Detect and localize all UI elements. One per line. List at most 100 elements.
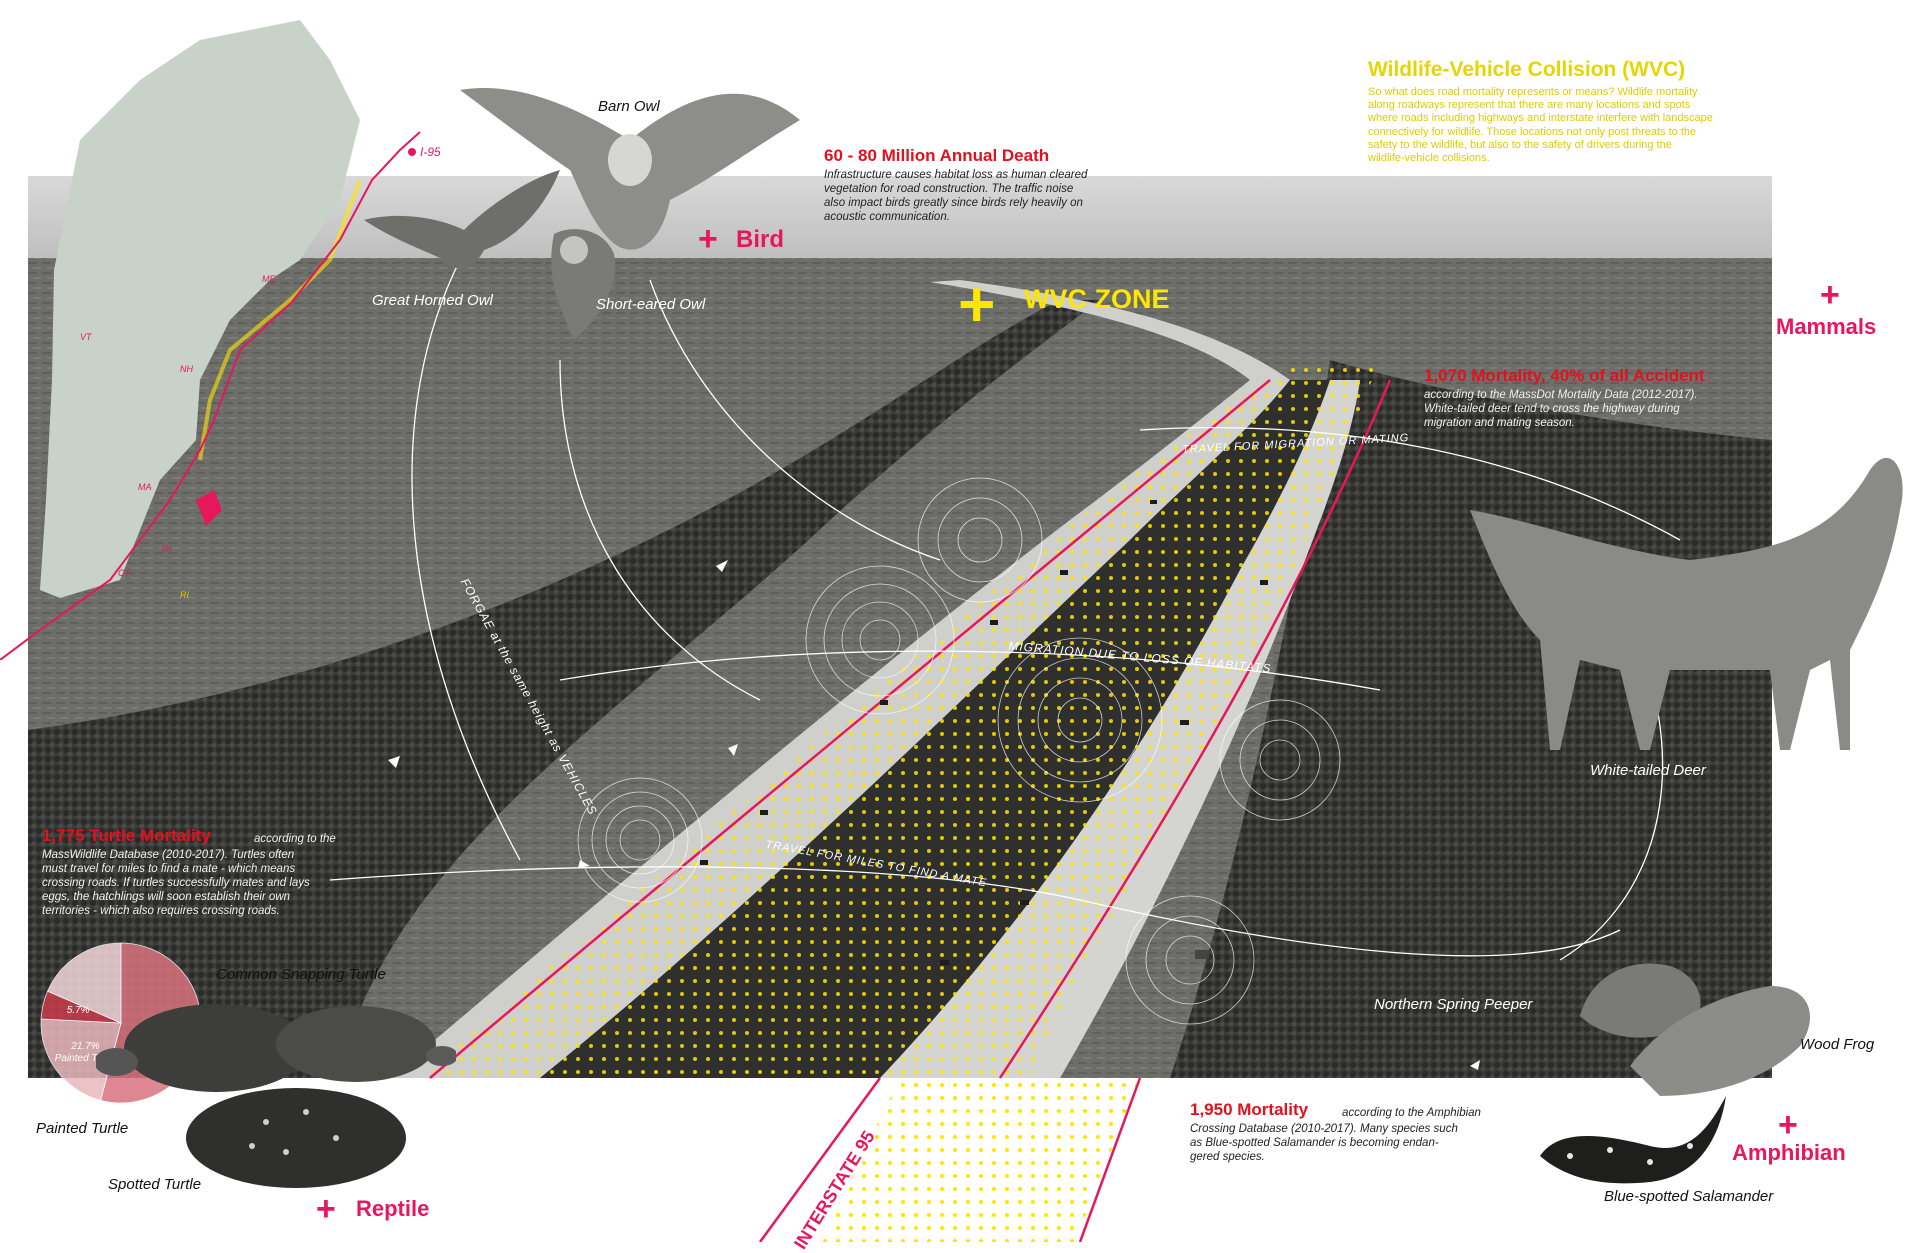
reptile-stat-lead: according to the xyxy=(254,833,336,845)
wvc-zone-plus-icon: + xyxy=(958,268,996,340)
amphibian-stat-title: 1,950 Mortality xyxy=(1190,1100,1309,1119)
reptile-stat-line: crossing roads. If turtles successfully … xyxy=(42,877,310,889)
boston-region xyxy=(196,490,222,526)
right-forest xyxy=(1170,360,1772,1078)
i95-marker xyxy=(408,148,416,156)
bird-stat-title: 60 - 80 Million Annual Death xyxy=(824,146,1050,165)
mammals-stat-line: White-tailed deer tend to cross the high… xyxy=(1424,403,1680,415)
amphibian-stat-body: Crossing Database (2010-2017). Many spec… xyxy=(1190,1122,1490,1164)
bird-stat-line: vegetation for road construction. The tr… xyxy=(824,183,1074,195)
northern-spring-peeper-label: Northern Spring Peeper xyxy=(1374,996,1533,1013)
reptile-stat-title: 1,775 Turtle Mortality xyxy=(42,826,211,845)
state-label-vt: VT xyxy=(80,332,93,342)
amphibian-plus-icon: + xyxy=(1778,1106,1798,1144)
barn-owl-image xyxy=(460,88,800,250)
wvc-panel-body: So what does road mortality represents o… xyxy=(1368,86,1776,165)
left-tree-belt xyxy=(28,300,1100,1078)
new-england-map: I-95 ME NH VT MA RI CT RI xyxy=(0,20,440,660)
reptile-stat-line: territories - which also requires crossi… xyxy=(42,905,280,917)
highway-far-bend xyxy=(930,280,1290,380)
mammals-plus-icon: + xyxy=(1820,276,1840,314)
bird-stat-body: Infrastructure causes habitat loss as hu… xyxy=(824,168,1124,224)
i95-label: I-95 xyxy=(420,145,440,159)
wvc-panel-line: along roadways represent that there are … xyxy=(1368,99,1691,112)
wood-frog-image xyxy=(1630,986,1810,1096)
short-eared-owl-label: Short-eared Owl xyxy=(596,296,706,313)
wvc-panel-line: So what does road mortality represents o… xyxy=(1368,86,1698,98)
wvc-panel-line: where roads including highways and inter… xyxy=(1368,112,1713,125)
mammals-category-label: Mammals xyxy=(1776,314,1877,339)
northern-spring-peeper-image xyxy=(1580,963,1701,1038)
spotted-turtle-label: Spotted Turtle xyxy=(108,1176,202,1193)
white-tailed-deer-image xyxy=(1470,457,1903,750)
common-snapping-turtle-image xyxy=(276,1006,456,1082)
highway-pink-line-2 xyxy=(998,379,1392,1079)
wvc-panel-title: Wildlife-Vehicle Collision (WVC) xyxy=(1368,58,1686,81)
find-mate-path xyxy=(329,866,1621,957)
amphibian-stat-line: Crossing Database (2010-2017). Many spec… xyxy=(1190,1123,1458,1135)
interstate-dotted-band xyxy=(820,1078,1140,1242)
painted-turtle-label: Painted Turtle xyxy=(36,1120,129,1137)
migration-mating-path xyxy=(1139,427,1681,541)
wvc-zone-label: WVC ZONE xyxy=(1024,284,1170,314)
white-tailed-deer-label: White-tailed Deer xyxy=(1590,762,1706,779)
amphibian-category-label: Amphibian xyxy=(1732,1140,1846,1165)
mammals-stat-title: 1,070 Mortality, 40% of all Accident xyxy=(1424,366,1705,385)
short-eared-owl-image xyxy=(551,229,615,340)
wvc-panel-line: wildlife-vehicle collisions. xyxy=(1368,152,1490,165)
barn-owl-label: Barn Owl xyxy=(598,98,660,115)
bird-plus-icon: + xyxy=(698,220,718,258)
state-label-me: ME xyxy=(262,274,276,284)
amphibian-stat-line: gered species. xyxy=(1190,1151,1265,1163)
pie-slice-category-label: Painted Turtle xyxy=(55,1053,117,1064)
bird-category-label: Bird xyxy=(736,226,784,253)
amphibian-stat-line: as Blue-spotted Salamander is becoming e… xyxy=(1190,1137,1439,1149)
pie-slice-value-label: 21.7% xyxy=(70,1041,99,1052)
reptile-plus-icon: + xyxy=(316,1190,336,1228)
pie-slice xyxy=(40,1018,122,1101)
interstate-pink-edge-1 xyxy=(758,1077,882,1242)
map-landmass xyxy=(40,20,360,598)
reptile-category-label: Reptile xyxy=(356,1196,430,1221)
common-snapping-turtle-label: Common Snapping Turtle xyxy=(216,966,386,983)
noise-rings xyxy=(577,477,1341,1025)
reptile-stat-body: MassWildlife Database (2010-2017). Turtl… xyxy=(42,848,362,918)
pie-slice xyxy=(47,942,122,1024)
mammals-stat-line: according to the MassDot Mortality Data … xyxy=(1424,389,1698,401)
vehicles xyxy=(700,500,1268,965)
state-label-ct: CT xyxy=(118,568,131,578)
state-label-ma: MA xyxy=(138,482,152,492)
habitat-loss-path xyxy=(559,650,1381,691)
wvc-panel-line: safety to the wildlife, but also to the … xyxy=(1368,138,1672,151)
spotted-turtle-image xyxy=(186,1088,406,1188)
direction-arrows xyxy=(388,560,1480,1070)
blue-spotted-salamander-label: Blue-spotted Salamander xyxy=(1604,1188,1774,1205)
state-label-ri-2: RI xyxy=(180,590,189,600)
bird-forage-path-2 xyxy=(559,359,761,701)
reptile-stat-line: must travel for miles to find a mate - w… xyxy=(42,863,296,875)
highway-pink-line-1 xyxy=(429,379,1271,1079)
blue-spotted-salamander-image xyxy=(1540,1096,1726,1184)
owl-to-road-path xyxy=(649,279,941,561)
pie-slice-value-label: 5.7% xyxy=(67,1005,90,1016)
mammals-stat-line: migration and mating season. xyxy=(1424,417,1575,429)
state-label-ri: RI xyxy=(162,544,171,554)
reptile-stat-line: MassWildlife Database (2010-2017). Turtl… xyxy=(42,849,295,861)
bird-stat-line: Infrastructure causes habitat loss as hu… xyxy=(824,169,1088,181)
wood-frog-label: Wood Frog xyxy=(1800,1036,1875,1053)
interstate-pink-edge-2 xyxy=(1078,1077,1142,1242)
i95-route xyxy=(0,131,421,660)
great-horned-owl-image xyxy=(364,170,560,269)
bird-forage-path xyxy=(411,259,521,861)
amphibian-stat-lead: according to the Amphibian xyxy=(1342,1107,1481,1119)
wvc-panel-line: connectively for wildlife. Those locatio… xyxy=(1368,125,1697,138)
state-label-nh: NH xyxy=(180,364,193,374)
bird-stat-line: acoustic communication. xyxy=(824,211,950,223)
painted-turtle-image xyxy=(96,1004,308,1092)
great-horned-owl-label: Great Horned Owl xyxy=(372,292,493,309)
bird-stat-line: also impact birds greatly since birds re… xyxy=(824,197,1083,209)
mammals-stat-body: according to the MassDot Mortality Data … xyxy=(1424,388,1764,430)
reptile-stat-line: eggs, the hatchlings will soon establish… xyxy=(42,891,291,903)
